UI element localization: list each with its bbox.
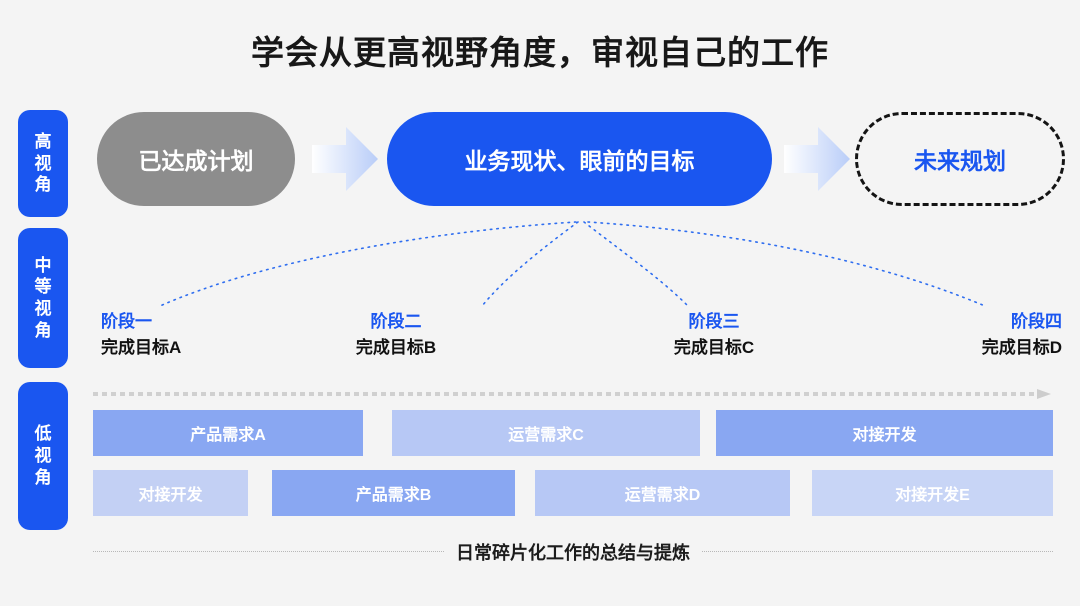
perspective-char: 中 [34,255,52,275]
pill-current-business-goal: 业务现状、眼前的目标 [387,112,772,206]
perspective-chip-mid: 中 等 视 角 [18,228,68,368]
connector-to-phase-2 [481,221,579,307]
footer-rule-right [702,551,1053,553]
phase-name: 阶段一 [101,312,152,331]
perspective-chip-high: 高 视 角 [18,110,68,217]
connector-to-phase-4 [587,221,986,307]
phase-label-1: 阶段一 完成目标A [101,310,301,360]
phase-goal: 完成目标A [101,337,182,357]
phase-goal: 完成目标C [673,337,755,357]
footer-text: 日常碎片化工作的总结与提炼 [456,543,690,563]
task-block: 运营需求D [535,470,790,516]
connector-to-phase-3 [583,221,689,307]
footer-caption: 日常碎片化工作的总结与提炼 [93,538,1053,566]
pill-completed-plan: 已达成计划 [97,112,295,206]
timeline-dashed-arrow [93,389,1051,399]
phase-label-2: 阶段二 完成目标B [296,310,496,360]
perspective-char: 视 [34,446,52,466]
perspective-char: 角 [34,320,52,340]
page-title: 学会从更高视野角度，审视自己的工作 [251,34,829,71]
task-block: 运营需求C [392,410,700,456]
perspective-char: 低 [34,424,52,444]
perspective-char: 等 [34,277,52,297]
phase-goal: 完成目标D [981,337,1062,357]
task-block: 对接开发E [812,470,1053,516]
phase-name: 阶段四 [1011,312,1062,331]
arrow-right-icon-1 [312,127,378,191]
phase-name: 阶段三 [688,312,740,331]
perspective-chip-low: 低 视 角 [18,382,68,530]
connector-to-phase-1 [159,221,577,307]
perspective-char: 视 [34,153,52,173]
task-block: 对接开发 [716,410,1053,456]
footer-rule-left [93,551,444,553]
perspective-char: 角 [34,175,52,195]
phase-name: 阶段二 [370,312,422,331]
perspective-char: 高 [34,131,52,151]
phase-label-4: 阶段四 完成目标D [862,310,1062,360]
task-block: 对接开发 [93,470,248,516]
arrow-right-icon-2 [784,127,850,191]
task-block: 产品需求B [272,470,515,516]
perspective-char: 角 [34,467,52,487]
phase-goal: 完成目标B [355,337,437,357]
task-block: 产品需求A [93,410,363,456]
pill-future-plan: 未来规划 [855,112,1065,206]
perspective-char: 视 [34,299,52,318]
phase-label-3: 阶段三 完成目标C [614,310,814,360]
